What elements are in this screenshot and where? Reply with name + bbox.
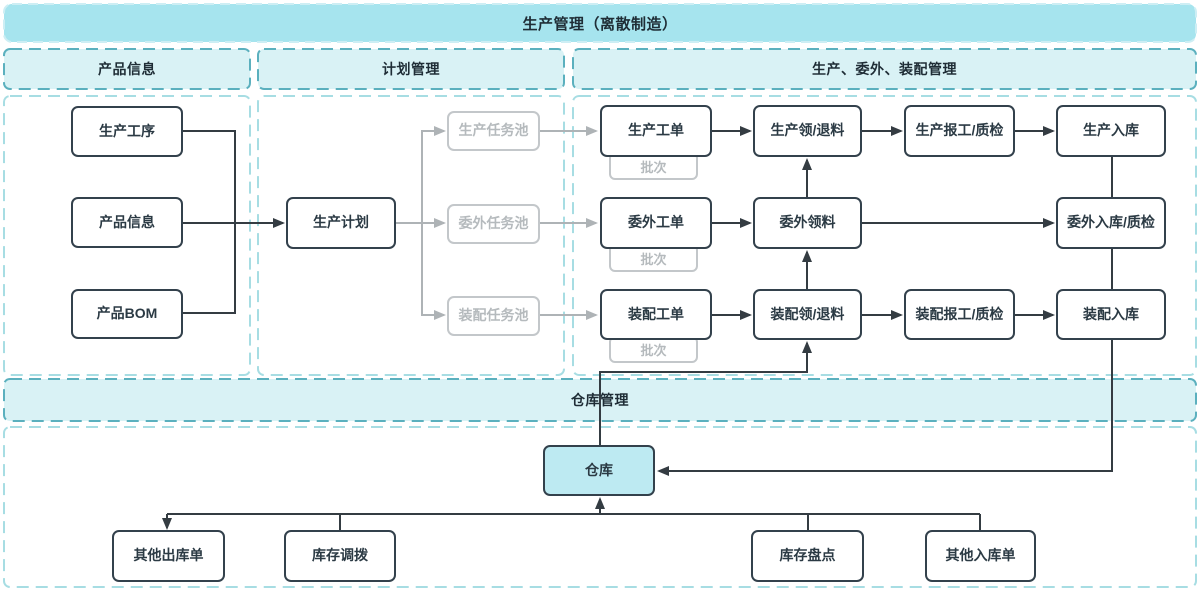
node-stock-transfer[interactable]: 库存调拨 [284,530,396,582]
banner-title: 生产管理（离散制造） [522,15,678,33]
node-assembly-pick-return[interactable]: 装配领/退料 [753,289,862,340]
node-other-outbound-order[interactable]: 其他出库单 [112,530,225,582]
banner-bg [3,3,1197,43]
node-product-bom[interactable]: 产品BOM [71,289,183,339]
edges-layer [162,126,1113,530]
node-production-inbound[interactable]: 生产入库 [1056,105,1166,157]
node-outsourcing-task-pool[interactable]: 委外任务池 [447,204,540,244]
edge-assembly-inbound-to-warehouse [657,340,1113,476]
edge-plan-to-assembly-pool [421,223,446,320]
node-other-inbound-order[interactable]: 其他入库单 [925,530,1036,582]
edge-plan-to-production-pool [396,126,446,224]
product-info-header [3,48,251,90]
section-title-product-info: 产品信息 [98,61,156,77]
node-production-task-pool[interactable]: 生产任务池 [447,111,540,151]
node-outsourcing-order[interactable]: 委外工单 [600,197,712,249]
section-title-production: 生产、委外、装配管理 [812,61,957,77]
node-assembly-task-pool[interactable]: 装配任务池 [447,296,540,336]
node-batch-assembly[interactable]: 批次 [609,336,698,363]
edge-warehouse-to-assembly-pick [599,341,812,445]
section-title-plan: 计划管理 [382,61,440,77]
section-title-warehouse: 仓库管理 [571,392,629,408]
node-assembly-order[interactable]: 装配工单 [600,289,712,340]
node-outsourcing-inbound-qc[interactable]: 委外入库/质检 [1056,197,1166,249]
node-assembly-report-qc[interactable]: 装配报工/质检 [904,289,1015,340]
plan-header [257,48,565,90]
node-production-pick-return[interactable]: 生产领/退料 [753,105,862,157]
production-body [572,95,1197,376]
node-product-info[interactable]: 产品信息 [71,197,183,248]
node-outsourcing-pick[interactable]: 委外领料 [753,197,862,249]
production-header [572,48,1197,90]
node-stock-count[interactable]: 库存盘点 [751,530,864,582]
node-production-report-qc[interactable]: 生产报工/质检 [904,105,1015,157]
node-production-order[interactable]: 生产工单 [600,105,712,157]
node-production-plan[interactable]: 生产计划 [286,197,396,249]
node-production-process[interactable]: 生产工序 [71,106,183,157]
node-assembly-inbound[interactable]: 装配入库 [1056,289,1166,340]
node-warehouse[interactable]: 仓库 [543,445,655,496]
